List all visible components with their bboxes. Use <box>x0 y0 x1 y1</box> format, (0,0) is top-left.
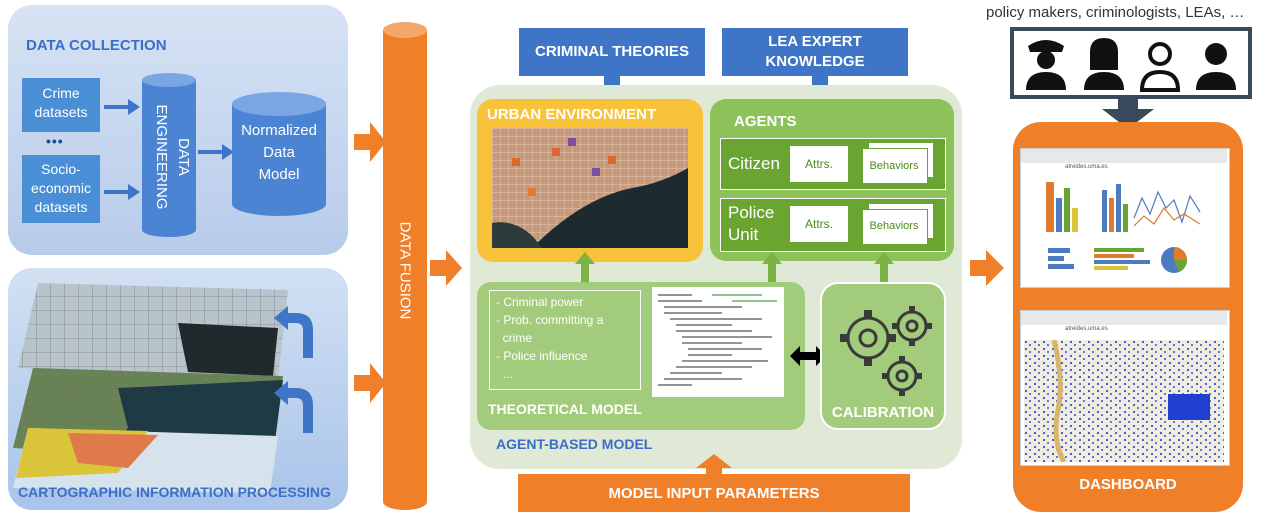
criminal-theories-label: CRIMINAL THEORIES <box>535 43 689 60</box>
normalized-model-label: Normalized Data Model <box>241 122 317 183</box>
socio-datasets-label: Socio- economic datasets <box>31 161 91 215</box>
theoretical-model-title: THEORETICAL MODEL <box>488 401 642 417</box>
citizen-behaviors-doc <box>862 148 928 184</box>
agent-based-model-title: AGENT-BASED MODEL <box>496 436 653 452</box>
citizen-behaviors-label: Behaviors <box>869 160 919 172</box>
lea-expert-box <box>722 28 908 76</box>
code-snippet-image <box>652 287 784 397</box>
theoretical-item-4: ... <box>496 367 513 381</box>
arrow-engineering-to-model <box>198 144 234 160</box>
data-fusion-cylinder <box>383 22 427 510</box>
theoretical-item-0: - Criminal power <box>496 295 584 309</box>
normalized-cylinder-body <box>232 104 326 204</box>
police-unit-label: Police Unit <box>728 203 775 244</box>
crime-datasets-label: Crime datasets <box>34 85 88 120</box>
model-input-parameters-box <box>518 474 910 512</box>
stakeholder-icons <box>1026 38 1236 92</box>
agents-title: AGENTS <box>734 113 797 130</box>
data-collection-graphics <box>104 73 326 237</box>
criminal-theories-box <box>519 28 705 76</box>
data-engineering-label: DATA ENGINEERING <box>153 104 192 210</box>
cartographic-map-layers <box>13 283 313 493</box>
dashboard-map-2 <box>1024 340 1224 462</box>
calibration-box <box>820 282 946 430</box>
police-behaviors-doc <box>862 209 928 245</box>
citizen-attrs-label: Attrs. <box>804 157 833 171</box>
police-attrs-label: Attrs. <box>804 217 833 231</box>
police-behaviors-label: Behaviors <box>869 220 919 232</box>
arrow-abm-to-dashboard <box>970 250 1004 286</box>
citizen-attrs-doc <box>790 146 848 182</box>
cartographic-title: CARTOGRAPHIC INFORMATION PROCESSING <box>18 484 331 500</box>
normalized-cylinder-top <box>232 92 326 116</box>
theoretical-item-3: - Police influence <box>496 349 588 363</box>
curved-arrow-bottom <box>274 381 313 433</box>
calibration-title: CALIBRATION <box>831 404 935 421</box>
browser-2-tabbar <box>1021 311 1227 325</box>
data-collection-title: DATA COLLECTION <box>26 37 167 54</box>
gears-icon <box>840 306 932 396</box>
arrow-crime-to-engineering <box>104 99 140 115</box>
urban-environment-map <box>492 128 688 248</box>
socio-datasets-doc <box>22 155 100 223</box>
data-fusion-label: DATA FUSION <box>396 221 414 320</box>
browser-1-url: atreides.uma.es <box>1065 164 1108 170</box>
theoretical-item-1: - Prob. committing a <box>496 313 604 327</box>
theoretical-model-list-frame <box>489 290 641 390</box>
browser-2-url: atreides.uma.es <box>1065 326 1108 332</box>
browser-1-tabbar <box>1021 149 1227 163</box>
crime-datasets-doc <box>22 78 100 132</box>
engineering-cylinder-top <box>142 73 196 87</box>
black-double-arrow <box>790 346 826 366</box>
lea-expert-label: LEA EXPERT KNOWLEDGE <box>765 33 865 70</box>
police-officer-icon <box>1026 40 1066 90</box>
arrow-fusion-to-abm <box>430 250 462 286</box>
arrow-input-up <box>696 454 732 476</box>
arrow-stakeholders-down <box>1102 99 1154 129</box>
police-attrs-doc <box>790 206 848 242</box>
stakeholders-label: policy makers, criminologists, LEAs, … <box>986 4 1245 21</box>
curved-arrow-top <box>274 306 313 358</box>
male-expert-icon <box>1196 43 1236 90</box>
citizen-label: Citizen <box>728 154 780 173</box>
dashboard-charts-1 <box>1046 182 1201 273</box>
map-info-popup <box>1168 394 1210 420</box>
model-input-parameters-label: MODEL INPUT PARAMETERS <box>608 485 820 502</box>
arrow-socio-to-engineering <box>104 184 140 200</box>
dashboard-title: DASHBOARD <box>1079 476 1177 493</box>
engineering-cylinder-body <box>142 80 196 230</box>
arrow-carto-to-fusion <box>354 363 386 403</box>
urban-environment-title: URBAN ENVIRONMENT <box>487 106 657 123</box>
ellipsis-label: ••• <box>46 133 64 149</box>
arrows-to-fusion <box>354 122 386 403</box>
judge-icon <box>1084 38 1124 90</box>
female-expert-icon <box>1139 42 1181 92</box>
theoretical-item-2: crime <box>496 331 532 345</box>
arrow-collection-to-fusion <box>354 122 386 162</box>
